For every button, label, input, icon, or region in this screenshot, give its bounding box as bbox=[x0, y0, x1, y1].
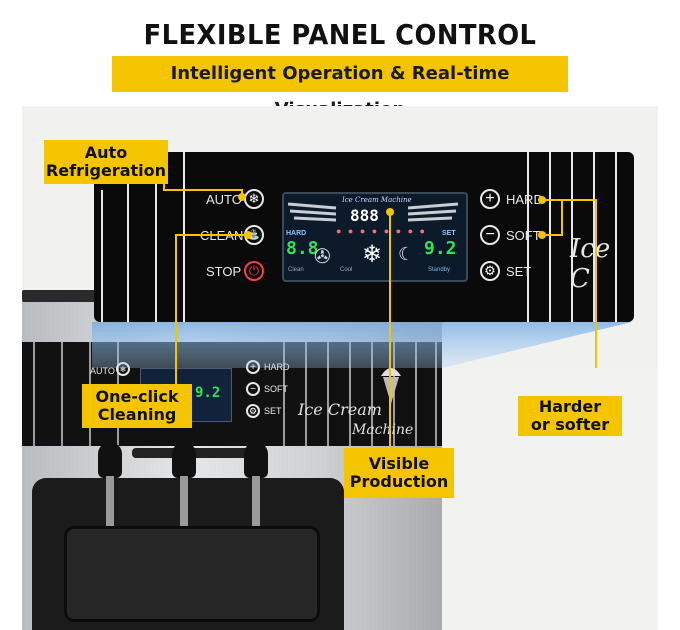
callout-harder-or-softer: Harder or softer bbox=[518, 396, 622, 436]
lcd-left-value: 8.8 bbox=[286, 238, 319, 259]
handle-1[interactable] bbox=[98, 442, 122, 478]
lcd-display: Ice Cream Machine 888 ● ● ● ● ● ● ● ● HA… bbox=[282, 192, 468, 282]
plus-icon: + bbox=[485, 190, 495, 207]
lcd-center-value: 888 bbox=[350, 206, 379, 225]
machine-auto-label: AUTO bbox=[90, 366, 115, 376]
callout-auto-refrigeration: Auto Refrigeration bbox=[44, 140, 168, 184]
handle-3[interactable] bbox=[244, 442, 268, 478]
machine-minus-button[interactable]: − bbox=[246, 382, 260, 396]
set-label: SET bbox=[506, 264, 532, 279]
machine-set-button[interactable]: ⚙ bbox=[246, 404, 260, 418]
panel-brand-script: Ice C bbox=[570, 234, 611, 294]
callout-visible-production: Visible Production bbox=[344, 448, 454, 498]
lcd-fan-icon: ✇ bbox=[314, 246, 331, 268]
dispenser-window bbox=[64, 526, 320, 622]
lcd-right-value: 9.2 bbox=[424, 238, 457, 259]
set-button[interactable]: ⚙ bbox=[480, 261, 500, 281]
lcd-dots: ● ● ● ● ● ● ● ● bbox=[336, 226, 427, 236]
machine-set-label: SET bbox=[264, 406, 282, 416]
minus-icon: − bbox=[485, 226, 495, 243]
hard-plus-button[interactable]: + bbox=[480, 189, 500, 209]
machine-brand-line1: Ice Cream bbox=[298, 400, 382, 419]
soft-label: SOFT bbox=[506, 228, 541, 243]
lcd-set-label: SET bbox=[442, 230, 456, 237]
machine-soft-label: SOFT bbox=[264, 384, 288, 394]
subtitle-banner: Intelligent Operation & Real-time Visual… bbox=[112, 56, 568, 120]
lcd-header: Ice Cream Machine bbox=[342, 196, 412, 204]
handle-stem-1 bbox=[106, 476, 114, 526]
handle-stem-3 bbox=[252, 476, 260, 526]
callout-one-click-cleaning: One-click Cleaning bbox=[82, 384, 192, 428]
lcd-moon-icon: ☾ bbox=[398, 244, 415, 264]
machine-brand-line2: Machine bbox=[352, 422, 414, 438]
lcd-cool-text: Cool bbox=[340, 267, 353, 273]
stop-button[interactable]: ⏻ bbox=[244, 261, 264, 281]
lcd-hard-label: HARD bbox=[286, 230, 307, 237]
hard-label: HARD bbox=[506, 192, 543, 207]
lcd-standby-text: Standby bbox=[428, 267, 451, 273]
snowflake-icon: ❄ bbox=[248, 191, 260, 206]
auto-label: AUTO bbox=[206, 192, 242, 207]
faucet-icon: ⛲ bbox=[247, 229, 261, 241]
page-title: FLEXIBLE PANEL CONTROL bbox=[143, 18, 537, 51]
handle-stem-2 bbox=[180, 476, 188, 526]
soft-minus-button[interactable]: − bbox=[480, 225, 500, 245]
gear-icon: ⚙ bbox=[484, 263, 496, 278]
callout-connectors bbox=[163, 154, 597, 448]
power-icon: ⏻ bbox=[248, 263, 260, 278]
product-photo: AUTO ❄ 9.2 + − ⚙ HARD SOFT SET Ice Cream… bbox=[22, 106, 658, 630]
machine-lcd-value: 9.2 bbox=[195, 385, 221, 401]
stop-label: STOP bbox=[206, 264, 242, 279]
handle-2[interactable] bbox=[172, 442, 196, 478]
lcd-snowflake-icon: ❄ bbox=[362, 241, 383, 268]
highlight-beam bbox=[92, 322, 632, 368]
lcd-clean-text: Clean bbox=[288, 267, 304, 273]
lcd-arc-left bbox=[287, 202, 337, 222]
lcd-arc-right bbox=[408, 202, 459, 222]
